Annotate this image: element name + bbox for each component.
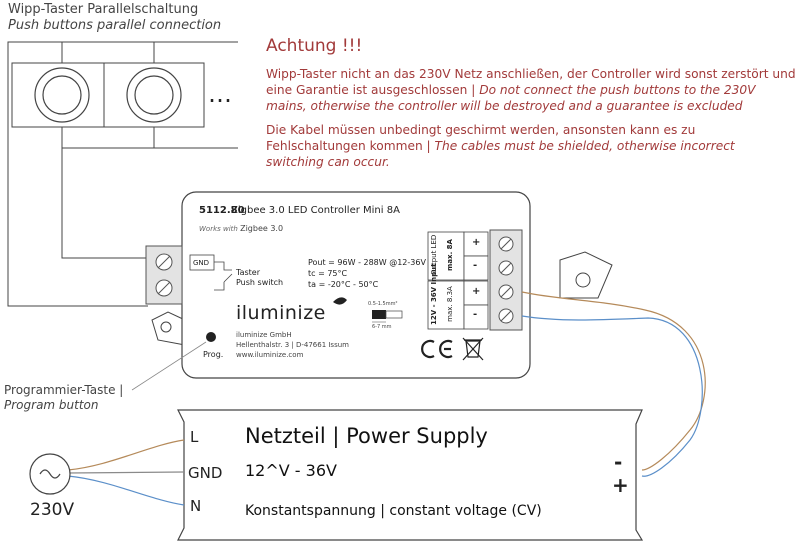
works-with-label: Works with Zigbee 3.0 xyxy=(199,224,283,233)
weee-bin-icon xyxy=(462,337,484,361)
terminal-gnd-label: GND xyxy=(188,464,223,482)
button-terminal-block xyxy=(145,245,183,305)
power-supply-housing xyxy=(177,409,644,541)
mains-voltage-label: 230V xyxy=(30,500,75,520)
spec-tc: tc = 75°C xyxy=(308,269,348,278)
wire-gauge-label: 0.5-1.5mm² xyxy=(368,301,398,307)
power-supply-title: Netzteil | Power Supply xyxy=(245,424,488,448)
warning-heading: Achtung !!! xyxy=(266,36,363,56)
prog-label: Prog. xyxy=(203,350,224,359)
warning-block: Achtung !!! Wipp-Taster nicht an das 230… xyxy=(266,36,796,178)
brand-logo-text: iluminize xyxy=(236,302,326,324)
controller-specs: Pout = 96W - 288W @12-36V tc = 75°C ta =… xyxy=(308,257,426,290)
taster-label-de: Taster xyxy=(236,268,260,277)
works-with-prefix: Works with xyxy=(199,225,238,233)
program-button-caption: Programmier-Taste |Program button xyxy=(4,383,123,413)
taster-symbol xyxy=(214,261,233,291)
gnd-label-box xyxy=(189,254,215,271)
input-voltage-label: 12V - 36V Input xyxy=(430,263,438,325)
ac-source-icon xyxy=(29,453,71,495)
warning-mains-en: Do not connect the push buttons to the 2… xyxy=(266,83,756,113)
company-web: www.iluminize.com xyxy=(236,351,304,359)
power-supply-minus: - xyxy=(614,450,623,474)
ce-mark-icon xyxy=(421,339,453,359)
gnd-label: GND xyxy=(193,259,210,267)
warning-paragraph-shielding: Die Kabel müssen unbedingt geschirmt wer… xyxy=(266,122,796,170)
spec-ta: ta = -20°C - 50°C xyxy=(308,280,379,289)
input-minus: - xyxy=(473,309,478,320)
taster-label-en: Push switch xyxy=(236,278,284,287)
company-street: Hellenthalstr. 3 | D-47661 Issum xyxy=(236,341,349,349)
wire-strip-icon xyxy=(372,310,403,323)
push-button-title-de: Wipp-Taster Parallelschaltung xyxy=(8,2,199,17)
brand-leaf-icon xyxy=(333,297,347,305)
push-button-2 xyxy=(103,62,205,128)
warning-paragraph-mains: Wipp-Taster nicht an das 230V Netz ansch… xyxy=(266,66,796,114)
power-supply-type: Konstantspannung | constant voltage (CV) xyxy=(245,503,542,519)
controller-mount-tabs xyxy=(151,251,613,346)
power-supply-plus: + xyxy=(612,473,629,497)
controller-sku: 5112.80 xyxy=(199,205,245,216)
output-minus: - xyxy=(473,260,478,271)
supply-wires xyxy=(521,291,706,477)
program-caption-de: Programmier-Taste | xyxy=(4,383,124,397)
company-name: iluminize GmbH xyxy=(236,331,292,339)
controller-model: Zigbee 3.0 LED Controller Mini 8A xyxy=(231,205,400,216)
works-with-value: Zigbee 3.0 xyxy=(240,224,284,233)
program-button[interactable] xyxy=(206,332,216,342)
company-address: iluminize GmbH Hellenthalstr. 3 | D-4766… xyxy=(236,330,349,360)
input-label-box xyxy=(427,280,489,330)
more-buttons-indicator: … xyxy=(208,80,235,108)
warning-shielding-en: The cables must be shielded, otherwise i… xyxy=(266,139,735,169)
power-supply-voltage: 12^V - 36V xyxy=(245,461,337,480)
power-terminal-block xyxy=(489,229,523,331)
push-button-title-en: Push buttons parallel connection xyxy=(8,18,222,33)
mains-wires xyxy=(67,439,185,506)
output-plus: + xyxy=(472,237,481,248)
wire-strip-label: 6-7 mm xyxy=(372,324,392,330)
input-max-label: max. 8.3A xyxy=(446,286,454,322)
program-pointer-line xyxy=(131,341,207,391)
spec-pout: Pout = 96W - 288W @12-36V xyxy=(308,258,426,267)
output-max-label: max. 8A xyxy=(446,239,454,271)
warning-shielding-de: Die Kabel müssen unbedingt geschirmt wer… xyxy=(266,123,696,153)
input-plus: + xyxy=(472,286,481,297)
warning-mains-de: Wipp-Taster nicht an das 230V Netz ansch… xyxy=(266,67,796,97)
push-button-1 xyxy=(11,62,113,128)
output-label-box xyxy=(427,231,489,281)
push-button-wiring xyxy=(7,41,238,307)
terminal-l-label: L xyxy=(190,428,199,446)
terminal-n-label: N xyxy=(190,497,202,515)
program-caption-en: Program button xyxy=(4,398,99,412)
